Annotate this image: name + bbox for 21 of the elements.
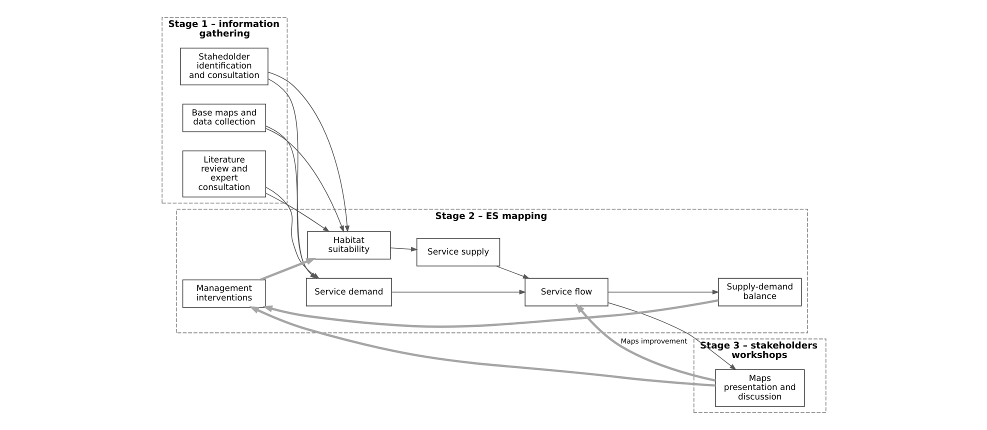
arrow xyxy=(262,299,718,328)
node-box: Stahedolder identification and consultation xyxy=(180,48,268,86)
arrow xyxy=(267,72,350,233)
arrow xyxy=(495,266,530,279)
node-box: Supply-demand balance xyxy=(718,278,802,306)
arrow xyxy=(390,246,418,252)
node-box: Management interventions xyxy=(182,279,266,308)
node-box: Maps presentation and discussion xyxy=(714,369,804,407)
arrow xyxy=(264,192,330,232)
arrow xyxy=(607,290,719,295)
arrow xyxy=(265,128,344,233)
node-box: Habitat suitability xyxy=(306,231,390,260)
node-box: Base maps and data collection xyxy=(182,104,266,132)
arrow xyxy=(574,303,715,382)
node-box: Service demand xyxy=(305,278,392,306)
node-box: Service flow xyxy=(524,278,608,306)
node-box: Literature review and expert consultation xyxy=(182,150,266,198)
arrow xyxy=(607,302,736,370)
arrow xyxy=(390,290,526,295)
arrow xyxy=(248,306,715,387)
node-box: Service supply xyxy=(416,238,500,266)
